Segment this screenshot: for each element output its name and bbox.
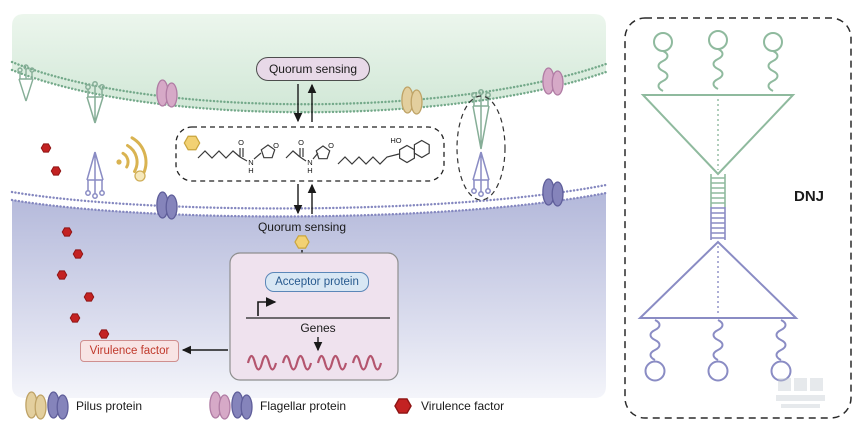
dnj-purple-module xyxy=(637,207,799,382)
green-triangle xyxy=(640,94,796,176)
flagellar-protein-pink xyxy=(542,67,564,96)
flagellar-protein-purple xyxy=(542,178,564,207)
pilus-protein-tan xyxy=(401,86,423,115)
top-membrane-inner-leaflet xyxy=(10,60,608,106)
edge-receptor-antenna-icon xyxy=(17,64,35,102)
svg-text:HO: HO xyxy=(390,136,401,145)
legend-label-flagellar-protein: Flagellar protein xyxy=(260,399,347,413)
hairpin-loop xyxy=(707,360,729,382)
watermark xyxy=(776,378,825,408)
flagellar-purple-icon xyxy=(231,391,253,420)
svg-text:O: O xyxy=(298,138,304,147)
ahl-hexagon-icon xyxy=(294,235,310,249)
pilus-tan-icon xyxy=(25,391,47,420)
flagellar-pink-icon xyxy=(209,391,231,420)
promoter-arrow-icon xyxy=(257,297,277,316)
genes-label: Genes xyxy=(300,321,336,335)
signal-molecule-circle xyxy=(134,170,146,182)
purple-triangle xyxy=(637,240,799,319)
svg-text:N: N xyxy=(307,158,312,167)
dnj-bridge-top-antenna xyxy=(471,89,491,150)
bottom-membrane-outer-leaflet xyxy=(10,183,608,210)
top-membrane-outer-leaflet xyxy=(10,68,608,114)
flagellar-protein-purple xyxy=(156,191,178,220)
molecule-structures xyxy=(197,139,430,165)
virulence-hexagon-icon xyxy=(394,398,412,414)
hairpin-loop xyxy=(644,360,666,382)
signal-molecules-box: O N H O O N H O HO xyxy=(175,126,445,182)
dnj-inset xyxy=(624,17,852,419)
dnj-callout-ellipse xyxy=(456,95,506,201)
signal-wifi-icon xyxy=(121,136,148,178)
virulence-factor-label: Virulence factor xyxy=(80,340,179,362)
bottom-receptor-antenna-icon xyxy=(85,151,105,199)
dnj-label: DNJ xyxy=(794,188,825,205)
legend-label-virulence-factor: Virulence factor xyxy=(421,399,505,413)
svg-text:O: O xyxy=(328,141,334,150)
svg-text:H: H xyxy=(307,166,312,175)
svg-text:N: N xyxy=(248,158,253,167)
legend-label-pilus-protein: Pilus protein xyxy=(76,399,143,413)
svg-text:H: H xyxy=(248,166,253,175)
inset-dashed-border xyxy=(624,17,852,419)
pilus-purple-icon xyxy=(47,391,69,420)
atom-labels: O N H O O N H O HO xyxy=(238,136,402,175)
svg-text:O: O xyxy=(238,138,244,147)
dnj-bridge-bottom-antenna xyxy=(471,151,491,197)
quorum-sensing-top-label: Quorum sensing xyxy=(256,57,370,81)
dnj-green-module xyxy=(640,30,796,207)
top-receptor-antenna-icon xyxy=(85,81,105,124)
flagellar-protein-pink xyxy=(156,79,178,108)
quorum-sensing-cell-label: Quorum sensing xyxy=(257,220,347,234)
svg-text:O: O xyxy=(273,141,279,150)
hairpin-loop xyxy=(770,360,792,382)
acceptor-protein-label: Acceptor protein xyxy=(265,272,369,292)
wifi-dot xyxy=(116,159,122,165)
ahl-hexagon-icon xyxy=(183,135,201,151)
bottom-membrane-inner-leaflet xyxy=(10,191,608,218)
